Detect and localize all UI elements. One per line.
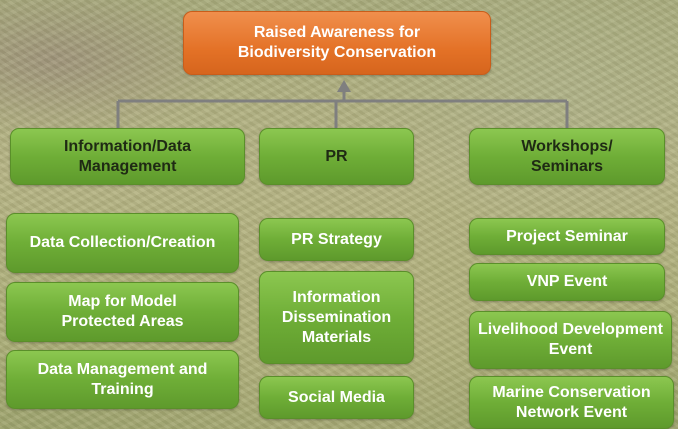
item-pr-strategy: PR Strategy — [259, 218, 414, 261]
item-social-media: Social Media — [259, 376, 414, 419]
category-information-data-management: Information/Data Management — [10, 128, 245, 185]
item-information-dissemination-materials: Information Dissemination Materials — [259, 271, 414, 364]
item-label: Information Dissemination Materials — [281, 288, 392, 346]
category-label: PR — [325, 147, 348, 165]
category-workshops-seminars: Workshops/ Seminars — [469, 128, 665, 185]
item-label: VNP Event — [526, 273, 608, 290]
category-label: Information/Data Management — [63, 137, 192, 175]
item-label: PR Strategy — [291, 230, 382, 248]
item-data-management-training: Data Management and Training — [6, 350, 239, 409]
item-label: Project Seminar — [506, 227, 628, 245]
item-label: Data Management and Training — [37, 360, 208, 398]
item-label: Data Collection/Creation — [29, 234, 216, 251]
item-map-model-protected-areas: Map for Model Protected Areas — [6, 282, 239, 342]
category-label: Workshops/ Seminars — [521, 137, 613, 175]
item-marine-conservation-network-event: Marine Conservation Network Event — [469, 376, 674, 429]
connector-arrowhead — [337, 80, 351, 92]
item-vnp-event: VNP Event — [469, 263, 665, 301]
item-label: Social Media — [288, 388, 385, 406]
category-pr: PR — [259, 128, 414, 185]
item-label: Marine Conservation Network Event — [492, 383, 651, 421]
item-livelihood-development-event: Livelihood Development Event — [469, 311, 672, 369]
root-node: Raised Awareness for Biodiversity Conser… — [183, 11, 491, 75]
root-label: Raised Awareness for Biodiversity Conser… — [237, 24, 437, 61]
item-data-collection: Data Collection/Creation — [6, 213, 239, 273]
item-label: Livelihood Development Event — [478, 321, 663, 358]
item-project-seminar: Project Seminar — [469, 218, 665, 255]
item-label: Map for Model Protected Areas — [61, 293, 184, 330]
